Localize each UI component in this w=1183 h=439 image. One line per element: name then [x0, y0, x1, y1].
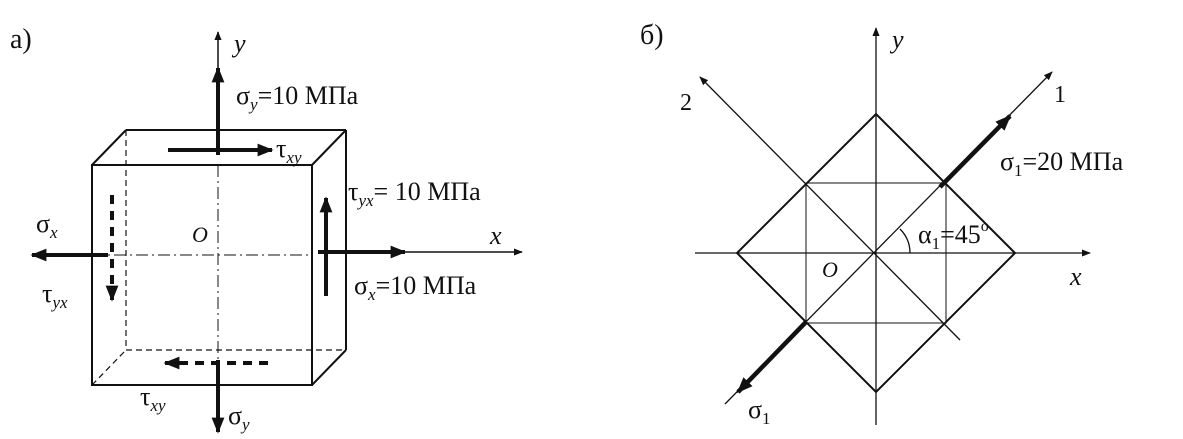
sigma-1-bottom-arrow	[736, 320, 808, 394]
panel-b: б) x y 1 2 O σ1=20 МПа σ1 α1=45o	[640, 20, 1124, 428]
principal-axis-2	[699, 76, 961, 341]
x-axis-label-a: x	[489, 221, 502, 250]
origin-label-a: O	[192, 222, 208, 247]
tau-yx-left-label: τyx	[42, 279, 68, 312]
cube-front-face	[91, 164, 313, 386]
alpha-angle-arc	[899, 228, 911, 254]
y-axis-label-b: y	[889, 25, 904, 54]
principal-axis-2-label: 2	[680, 90, 692, 116]
tau-xy-top-label: τxy	[276, 134, 302, 167]
sigma-x-left-label: σx	[36, 209, 58, 242]
rotated-element	[735, 112, 1017, 394]
principal-axis-1-label: 1	[1054, 82, 1066, 108]
rotated-element-midlines	[805, 182, 947, 324]
tau-yx-right-label: τyx= 10 МПа	[348, 177, 481, 210]
sigma-y-top-label: σy=10 МПа	[236, 81, 359, 114]
sigma-y-bottom-label: σy	[228, 401, 250, 434]
tau-xy-bottom-label: τxy	[140, 382, 166, 415]
panel-a-label: а)	[10, 24, 32, 55]
panel-b-label: б)	[640, 20, 664, 51]
origin-label-b: O	[822, 257, 838, 282]
sigma-1-top-label: σ1=20 МПа	[1000, 147, 1124, 180]
sigma-1-bottom-label: σ1	[748, 395, 771, 428]
cube-back-face	[125, 129, 347, 351]
panel-a: а) y x O σy=10 МПа τxy	[10, 24, 523, 434]
y-axis-label-a: y	[231, 29, 246, 58]
sigma-1-top-arrow	[938, 114, 1012, 189]
x-axis-label-b: x	[1069, 262, 1082, 291]
alpha-label: α1=45o	[918, 218, 989, 253]
cube-edges	[91, 129, 347, 386]
sigma-x-right-label: σx=10 МПа	[354, 271, 477, 304]
